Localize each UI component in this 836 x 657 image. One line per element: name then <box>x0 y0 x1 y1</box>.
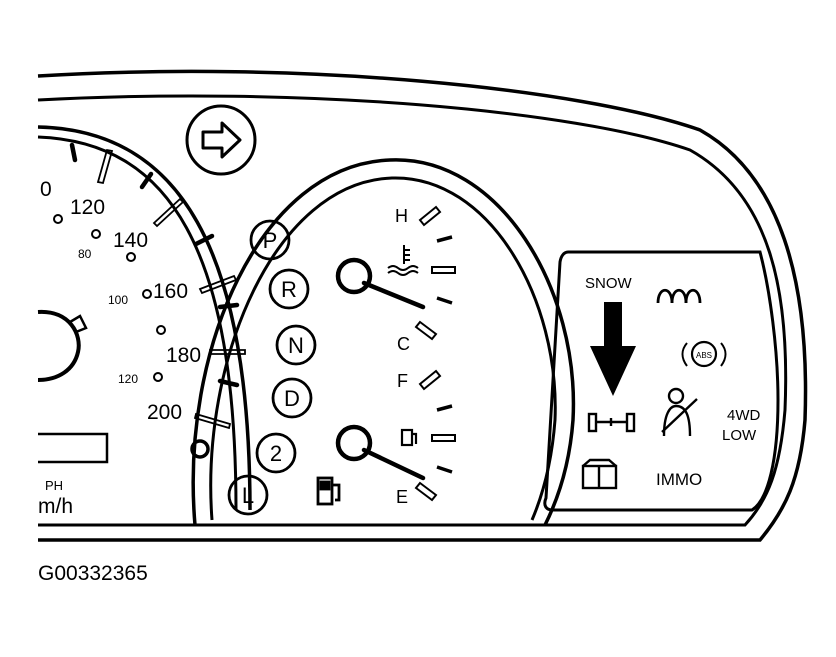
gear-R: R <box>281 277 297 302</box>
mph-label-100: 100 <box>108 293 128 307</box>
speedometer-hub <box>37 309 81 382</box>
warning-panel-frame <box>543 250 780 512</box>
coolant-temp-icon <box>387 245 419 276</box>
gear-P: P <box>263 228 278 253</box>
fuel-gauge-small-icon <box>400 428 418 447</box>
temp-gauge-ticks <box>414 205 456 341</box>
unit-label-bottom: m/h <box>38 495 73 518</box>
speed-label-180: 180 <box>166 344 201 367</box>
gauge-pod-outer <box>191 158 576 526</box>
fuel-needle-hub <box>335 424 373 462</box>
turn-signal-circle <box>185 104 257 176</box>
fuel-needle <box>361 447 426 481</box>
temp-low-label: C <box>397 334 410 354</box>
speedometer-reset-knob[interactable] <box>190 439 210 459</box>
figure-id: G00332365 <box>38 562 148 585</box>
mph-label-80: 80 <box>78 247 92 261</box>
glow-plug-icon <box>656 288 702 304</box>
odometer-display <box>38 432 109 464</box>
snow-arrow-icon <box>590 302 636 396</box>
mph-label-120: 120 <box>118 372 138 386</box>
speed-label-0: 0 <box>40 178 52 201</box>
fuel-full-label: F <box>397 371 408 391</box>
unit-label-top: PH <box>45 478 63 493</box>
speedometer-ticks <box>69 142 240 388</box>
cluster-outer-bezel <box>37 69 808 542</box>
gear-D: D <box>284 386 300 411</box>
immobilizer-icon <box>581 458 618 490</box>
speed-label-140: 140 <box>113 229 148 252</box>
speed-label-120: 120 <box>70 196 105 219</box>
seatbelt-icon <box>661 387 698 437</box>
gear-2: 2 <box>270 441 282 466</box>
speedometer-hub-notch <box>69 314 88 334</box>
speed-label-160: 160 <box>153 280 188 303</box>
snow-label: SNOW <box>585 275 633 292</box>
speed-label-200: 200 <box>147 401 182 424</box>
four-wd-label-line1: 4WD <box>727 407 761 424</box>
fuel-empty-label: E <box>396 487 408 507</box>
four-wd-label-line2: LOW <box>722 427 757 444</box>
speedometer-bezel-inner <box>37 135 238 511</box>
abs-icon: ABS <box>681 340 727 368</box>
turn-signal-arrow-icon <box>201 121 242 159</box>
gear-selector <box>227 219 317 516</box>
gauge-pod-inner <box>209 176 557 521</box>
gear-L: L <box>242 483 254 508</box>
svg-text:ABS: ABS <box>696 351 712 360</box>
temp-needle <box>361 280 426 310</box>
cluster-inner-bezel <box>37 94 788 527</box>
fuel-gauge-ticks <box>414 369 456 502</box>
four-wheel-drive-icon <box>587 412 636 433</box>
gear-N: N <box>288 333 304 358</box>
temp-high-label: H <box>395 206 408 226</box>
immo-label: IMMO <box>656 470 702 489</box>
speedometer-bezel-outer <box>37 125 252 511</box>
fuel-pump-icon <box>316 476 341 506</box>
speedometer-dots <box>53 214 166 382</box>
temp-needle-hub <box>335 257 373 295</box>
